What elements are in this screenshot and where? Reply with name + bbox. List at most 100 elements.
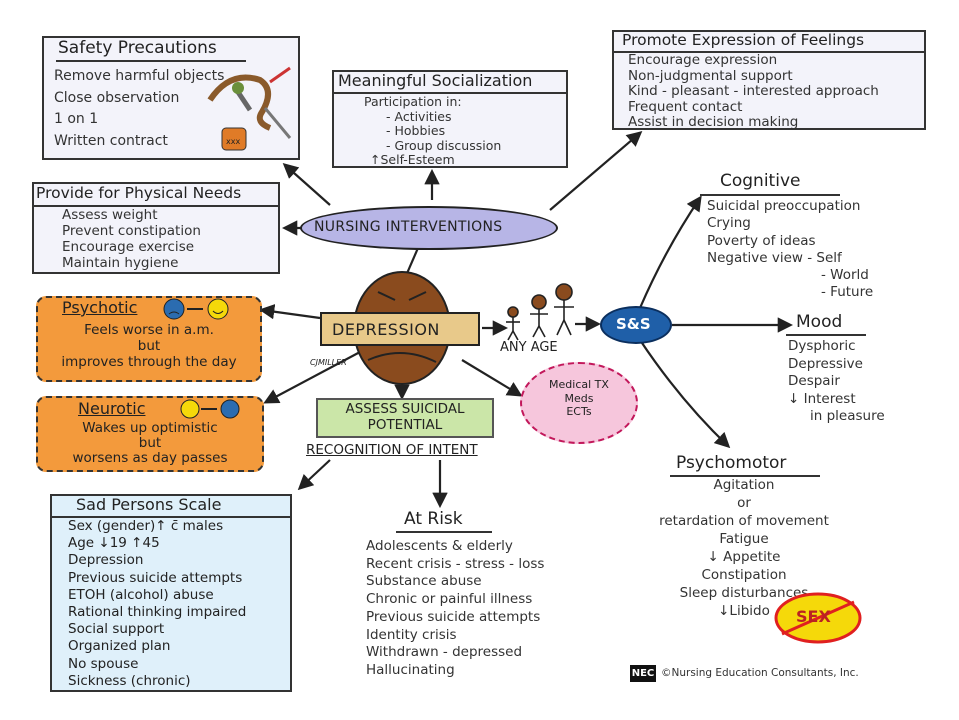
- psychotic-item: Feels worse in a.m.: [84, 322, 214, 338]
- at-risk-item: Previous suicide attempts: [366, 608, 541, 625]
- assess-title: ASSESS SUICIDAL POTENTIAL: [316, 401, 494, 433]
- any-age-label: ANY AGE: [500, 340, 558, 355]
- socialization-title-underline: [334, 92, 566, 94]
- at-risk-item: Substance abuse: [366, 573, 482, 590]
- mood-title: Mood: [796, 312, 843, 332]
- neurotic-item: Wakes up optimistic: [82, 420, 218, 436]
- socialization-item: - Hobbies: [386, 123, 446, 138]
- physical-item: Maintain hygiene: [62, 255, 179, 271]
- expression-item: Kind - pleasant - interested approach: [628, 83, 879, 99]
- sad-persons-item: Sex (gender)↑ c̄ males: [68, 518, 224, 534]
- medical-items: Medical TX Meds ECTs: [520, 378, 638, 419]
- expression-item: Assist in decision making: [628, 114, 799, 130]
- at-risk-title: At Risk: [404, 509, 463, 529]
- assess-title-line: ASSESS SUICIDAL: [345, 401, 465, 417]
- physical-box: [32, 182, 280, 274]
- nursing-interventions-hub: [300, 206, 558, 250]
- expression-box: [612, 30, 926, 130]
- sad-persons-item: Social support: [68, 621, 165, 638]
- mood-underline: [786, 334, 866, 336]
- expression-item: Encourage expression: [628, 52, 778, 68]
- cognitive-item: Negative view - Self: [707, 249, 842, 266]
- socialization-box: [332, 70, 568, 168]
- at-risk-item: Chronic or painful illness: [366, 591, 533, 608]
- psychomotor-items: Agitation or retardation of movement Fat…: [630, 476, 858, 620]
- psychomotor-item: retardation of movement: [659, 513, 829, 529]
- psychomotor-item: Agitation: [713, 477, 775, 493]
- medical-item: ECTs: [566, 405, 592, 418]
- expression-title: Promote Expression of Feelings: [622, 31, 865, 49]
- psychomotor-item: ↓ Appetite: [707, 549, 781, 565]
- socialization-item: - Group discussion: [386, 137, 502, 153]
- cognitive-item: Crying: [707, 215, 751, 232]
- sad-persons-item: ETOH (alcohol) abuse: [68, 586, 214, 603]
- cognitive-item: - Future: [821, 284, 874, 301]
- sad-persons-item: Previous suicide attempts: [68, 569, 243, 586]
- at-risk-items: Adolescents & elderly Recent crisis - st…: [366, 538, 544, 680]
- nursing-interventions-label: NURSING INTERVENTIONS: [314, 219, 503, 235]
- sad-persons-items: Sex (gender)↑ c̄ males Age ↓19 ↑45 Depre…: [68, 518, 246, 690]
- neurotic-item: but: [138, 435, 162, 451]
- physical-item: Encourage exercise: [62, 239, 195, 255]
- psychomotor-underline: [670, 475, 820, 477]
- mood-items: Dysphoric Depressive Despair ↓ Interest …: [788, 338, 885, 426]
- cognitive-item: Suicidal preoccupation: [707, 198, 861, 214]
- at-risk-underline: [396, 531, 492, 533]
- cognitive-underline: [700, 194, 840, 196]
- sad-persons-item: Organized plan: [68, 638, 171, 655]
- socialization-item: - Activities: [386, 108, 452, 124]
- cognitive-items: Suicidal preoccupation Crying Poverty of…: [707, 198, 873, 302]
- psychomotor-title: Psychomotor: [676, 453, 787, 473]
- psychotic-item: improves through the day: [61, 354, 237, 370]
- at-risk-item: Withdrawn - depressed: [366, 644, 523, 661]
- sad-persons-item: Depression: [68, 552, 144, 569]
- copyright: ©Nursing Education Consultants, Inc.: [661, 667, 859, 679]
- physical-title-underline: [34, 205, 278, 207]
- at-risk-item: Adolescents & elderly: [366, 538, 513, 554]
- sex-stamp-text: SEX: [796, 607, 831, 626]
- neurotic-items: Wakes up optimistic but worsens as day p…: [44, 421, 256, 466]
- sad-persons-underline: [52, 516, 290, 518]
- mood-item: in pleasure: [810, 408, 885, 424]
- mood-item: Depressive: [788, 355, 863, 372]
- svg-text:xxx: xxx: [226, 137, 240, 146]
- safety-item: 1 on 1: [54, 111, 99, 127]
- at-risk-item: Recent crisis - stress - loss: [366, 555, 545, 572]
- mood-item: Dysphoric: [788, 338, 856, 354]
- nec-logo: NEC: [630, 665, 656, 682]
- ss-hub: [600, 306, 672, 344]
- sad-persons-item: Sickness (chronic): [68, 672, 191, 689]
- psychotic-items: Feels worse in a.m. but improves through…: [44, 322, 254, 370]
- medical-tx-bubble: [520, 362, 638, 444]
- sad-persons-box: [50, 494, 292, 692]
- at-risk-item: Hallucinating: [366, 661, 455, 678]
- safety-title: Safety Precautions: [58, 38, 217, 58]
- recognition-of-intent: RECOGNITION OF INTENT: [306, 442, 478, 458]
- sad-persons-title: Sad Persons Scale: [76, 495, 222, 514]
- psychomotor-item: Fatigue: [719, 531, 769, 547]
- assess-title-line: POTENTIAL: [367, 417, 443, 433]
- socialization-title: Meaningful Socialization: [338, 71, 533, 90]
- cognitive-item: Poverty of ideas: [707, 232, 816, 249]
- psychotic-title: Psychotic: [62, 298, 138, 317]
- socialization-item: Participation in:: [364, 94, 462, 109]
- psychomotor-item: Constipation: [701, 567, 787, 583]
- nec-logo-text: NEC: [631, 668, 655, 679]
- neurotic-title: Neurotic: [78, 399, 146, 418]
- safety-item: Written contract: [54, 132, 168, 149]
- sad-persons-item: Rational thinking impaired: [68, 604, 247, 621]
- safety-title-underline: [56, 60, 246, 62]
- expression-item: Frequent contact: [628, 98, 743, 115]
- ss-label: S&S: [616, 315, 651, 333]
- assess-box: [316, 398, 494, 438]
- physical-title: Provide for Physical Needs: [36, 184, 242, 202]
- mood-item: ↓ Interest: [788, 390, 856, 407]
- socialization-items: Participation in: - Activities - Hobbies…: [364, 94, 502, 168]
- psychomotor-item: Sleep disturbances: [679, 585, 809, 601]
- medical-item: Meds: [564, 391, 594, 405]
- socialization-item: ↑Self-Esteem: [370, 152, 455, 167]
